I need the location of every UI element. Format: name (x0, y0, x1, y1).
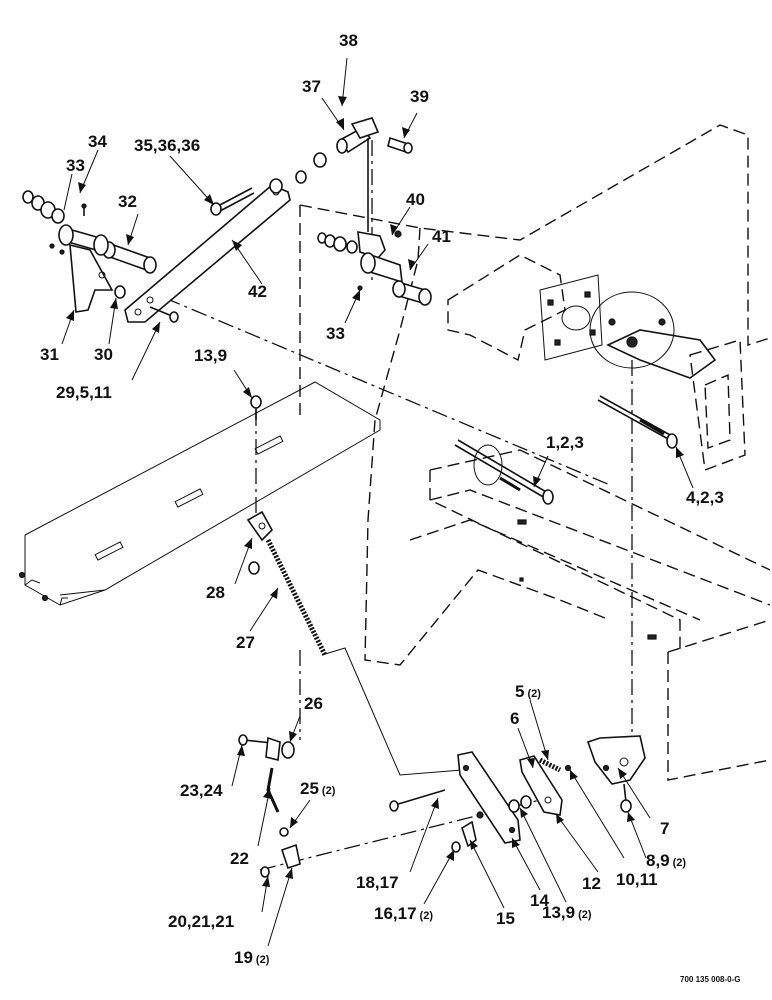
callout-13-9-upper: 13,9 (194, 346, 227, 365)
side-frame-panel (299, 124, 771, 781)
callout-41: 41 (432, 227, 451, 246)
callout-32: 32 (118, 192, 137, 211)
callout-5: 5(2) (515, 682, 541, 701)
cable-line (321, 647, 463, 776)
callout-15: 15 (496, 909, 515, 928)
callout-23-24: 23,24 (180, 781, 223, 800)
leader-lines (61, 57, 694, 947)
callout-33-lower: 33 (326, 324, 345, 343)
callout-38: 38 (339, 31, 358, 50)
clevis-assembly (317, 117, 432, 306)
bearing-plate (589, 291, 717, 379)
callout-33-upper: 33 (66, 156, 85, 175)
callout-13-9-lower: 13,9(2) (542, 903, 592, 922)
callout-34: 34 (88, 132, 107, 151)
channel-beam (409, 444, 771, 650)
callout-40: 40 (406, 190, 425, 209)
callout-27: 27 (236, 633, 255, 652)
callout-30: 30 (94, 345, 113, 364)
callout-35-36-36: 35,36,36 (134, 136, 200, 155)
callout-7: 7 (660, 819, 669, 838)
callout-18-17: 18,17 (356, 873, 399, 892)
callout-37: 37 (302, 77, 321, 96)
callout-42: 42 (248, 282, 267, 301)
shaft-centerline (164, 297, 611, 486)
spring-assembly (246, 395, 328, 657)
callout-1-2-3: 1,2,3 (546, 433, 584, 452)
callout-20-21-21: 20,21,21 (168, 912, 234, 931)
callout-25: 25(2) (300, 779, 336, 798)
arrowheads (66, 96, 684, 887)
callout-10-11: 10,11 (616, 870, 658, 889)
callout-labels: 38 37 39 34 33 35,36,36 32 40 41 42 33 3… (40, 31, 741, 984)
callout-14: 14 (530, 891, 549, 910)
callout-31: 31 (40, 345, 59, 364)
lower-right-bracket (389, 735, 646, 853)
callout-8-9: 8,9(2) (646, 851, 686, 870)
callout-29-5-11: 29,5,11 (56, 383, 112, 402)
callout-26: 26 (304, 694, 323, 713)
drawing-code: 700 135 008-0-G (680, 975, 741, 984)
callout-28: 28 (206, 583, 225, 602)
mounting-plate (539, 274, 603, 361)
callout-6: 6 (510, 709, 519, 728)
callout-22: 22 (230, 849, 249, 868)
callout-12: 12 (582, 874, 601, 893)
floor-sheet (18, 381, 381, 606)
callout-19: 19(2) (234, 948, 270, 967)
lever-assembly (22, 152, 327, 323)
callout-39: 39 (410, 87, 429, 106)
lower-left-linkage (238, 734, 301, 878)
callout-16-17: 16,17(2) (374, 904, 433, 923)
long-bolts (454, 395, 678, 505)
callout-4-2-3: 4,2,3 (686, 488, 724, 507)
